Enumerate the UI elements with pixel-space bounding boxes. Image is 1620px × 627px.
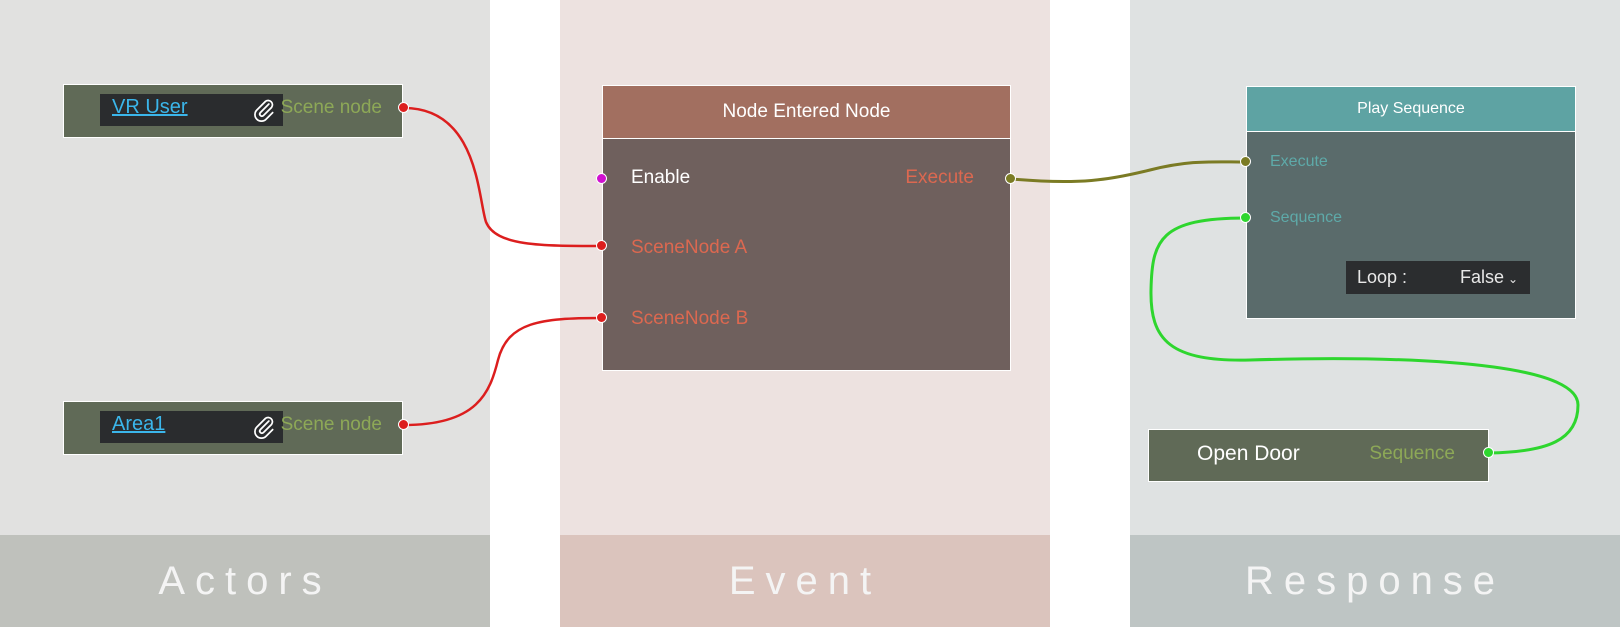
open-door-node[interactable]: Open Door Sequence [1148, 429, 1489, 482]
paperclip-icon[interactable] [251, 414, 277, 440]
scenenode-a-input-label: SceneNode A [631, 237, 748, 258]
node-entered-node[interactable]: Node Entered Node Enable Execute SceneNo… [602, 85, 1011, 371]
response-column-title: Response [1130, 535, 1620, 627]
enable-input-port[interactable] [596, 173, 607, 184]
actor-name-link[interactable]: VR User [112, 96, 188, 118]
play-sequence-node[interactable]: Play Sequence Execute Sequence Loop : Fa… [1246, 86, 1576, 319]
node-title: Node Entered Node [603, 86, 1010, 139]
sequence-output-label: Sequence [1369, 443, 1455, 464]
scenenode-b-input-port[interactable] [596, 312, 607, 323]
event-column-title: Event [560, 535, 1050, 627]
play-sequence-input-port[interactable] [1240, 212, 1251, 223]
scene-node-output-label: Scene node [280, 97, 382, 118]
open-door-output-port[interactable] [1483, 447, 1494, 458]
execute-input-label: Execute [1270, 153, 1328, 170]
execute-output-port[interactable] [1005, 173, 1016, 184]
scenenode-b-input-label: SceneNode B [631, 308, 749, 329]
loop-dropdown[interactable]: False⌄ [1460, 267, 1518, 288]
scenenode-a-input-port[interactable] [596, 240, 607, 251]
play-execute-input-port[interactable] [1240, 156, 1251, 167]
actors-column-title: Actors [0, 535, 490, 627]
node-title: Play Sequence [1247, 87, 1575, 132]
scene-node-output-label: Scene node [280, 414, 382, 435]
paperclip-icon[interactable] [251, 97, 277, 123]
loop-label: Loop : [1357, 267, 1408, 287]
actor-node-vr-user[interactable]: VR User Scene node [63, 84, 403, 138]
actor-node-area1[interactable]: Area1 Scene node [63, 401, 403, 455]
actor-field: Area1 [100, 411, 283, 443]
chevron-down-icon: ⌄ [1508, 272, 1519, 286]
enable-input-label: Enable [631, 167, 691, 188]
area1-output-port[interactable] [398, 419, 409, 430]
loop-value: False [1460, 267, 1505, 287]
actor-name-link[interactable]: Area1 [112, 413, 166, 435]
loop-field: Loop : False⌄ [1346, 261, 1530, 294]
sequence-input-label: Sequence [1270, 209, 1343, 226]
vr-user-output-port[interactable] [398, 102, 409, 113]
open-door-label: Open Door [1197, 442, 1300, 465]
execute-output-label: Execute [905, 167, 974, 188]
actor-field: VR User [100, 94, 283, 126]
